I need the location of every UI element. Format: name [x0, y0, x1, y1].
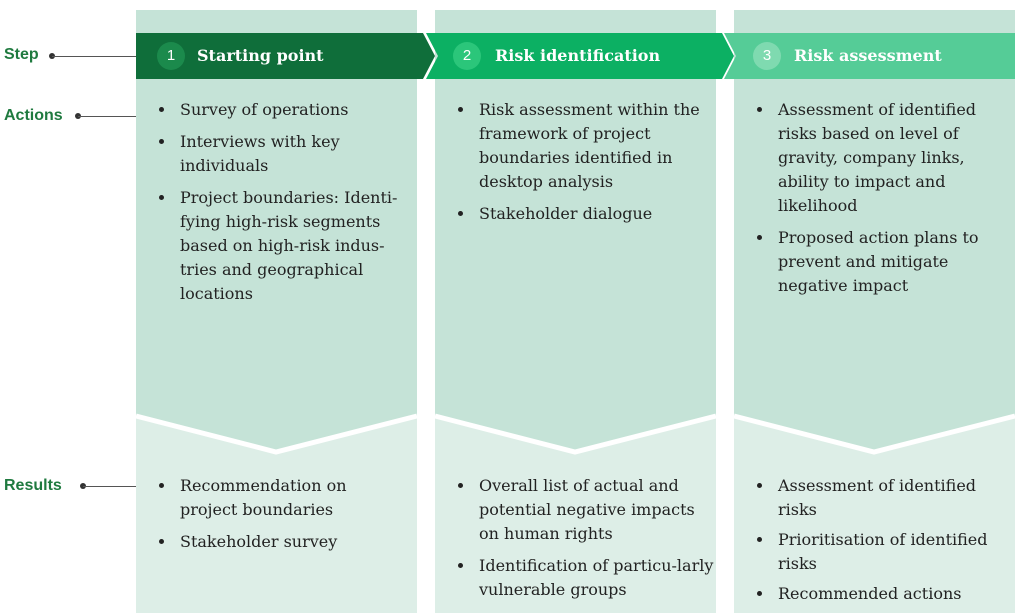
step-3-title: Risk assessment	[794, 46, 942, 65]
step-1-result-item: Stakeholder survey	[176, 530, 408, 554]
step-1-actions-list: Survey of operations Interviews with key…	[158, 98, 408, 314]
actions-row-label: Actions	[4, 107, 63, 124]
step-leader-line	[52, 56, 136, 57]
results-leader-line	[83, 486, 136, 487]
step-1-results-list: Recommendation on project boundaries Sta…	[158, 474, 408, 562]
actions-panel-2	[435, 10, 716, 452]
step-2-actions-list: Risk assessment within the framework of …	[457, 98, 715, 234]
step-3-number-badge: 3	[753, 42, 781, 70]
step-3-result-item: Recommended actions	[774, 582, 1009, 606]
step-2-results-list: Overall list of actual and potential neg…	[457, 474, 715, 610]
step-row-label: Step	[4, 46, 39, 63]
step-1-action-item: Survey of operations	[176, 98, 408, 122]
step-bar-3	[724, 33, 1015, 79]
step-2-title: Risk identification	[495, 46, 661, 65]
step-1-result-item: Recommendation on project boundaries	[176, 474, 408, 522]
actions-panel-1	[136, 10, 417, 452]
actions-leader-line	[78, 116, 136, 117]
step-3-action-item: Assessment of identified risks based on …	[774, 98, 1009, 218]
step-3-results-list: Assessment of identified risks Prioritis…	[756, 474, 1009, 614]
step-1-title: Starting point	[197, 46, 324, 65]
step-2-number-badge: 2	[453, 42, 481, 70]
step-bar-2	[426, 33, 734, 79]
step-1-number-badge: 1	[157, 42, 185, 70]
step-3-result-item: Prioritisation of identified risks	[774, 528, 1009, 576]
step-2-action-item: Stakeholder dialogue	[475, 202, 715, 226]
step-3-result-item: Assessment of identified risks	[774, 474, 1009, 522]
step-2-action-item: Risk assessment within the framework of …	[475, 98, 715, 194]
step-3-actions-list: Assessment of identified risks based on …	[756, 98, 1009, 306]
results-row-label: Results	[4, 477, 62, 494]
actions-panel-3	[734, 10, 1015, 452]
step-1-action-item: Interviews with key individuals	[176, 130, 408, 178]
step-3-action-item: Proposed action plans to prevent and mit…	[774, 226, 1009, 298]
step-bar-1	[136, 33, 435, 79]
step-1-action-item: Project boundaries: Identi-fying high-ri…	[176, 186, 408, 306]
step-2-result-item: Identification of particu-larly vulnerab…	[475, 554, 715, 602]
step-2-result-item: Overall list of actual and potential neg…	[475, 474, 715, 546]
